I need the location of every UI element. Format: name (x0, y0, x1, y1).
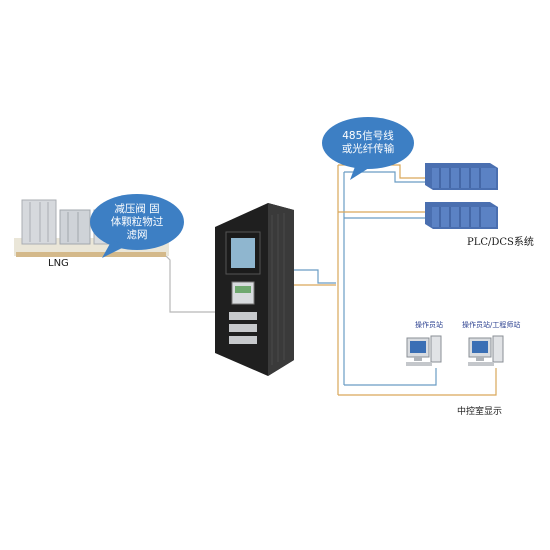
lng-label: LNG (48, 258, 69, 269)
operator-station-left (406, 335, 442, 366)
bubble-right-line-2: 或光纤传输 (341, 143, 395, 155)
station-right-label: 操作员站/工程师站 (462, 321, 521, 329)
plc-rack-1 (425, 163, 498, 190)
bubble-left-text: 减压阀 固 体颗粒物过 滤网 (95, 203, 179, 242)
bubble-left-line-2: 体颗粒物过 (110, 216, 164, 228)
cable-cabinet-to-bus (292, 269, 336, 284)
station-left-label: 操作员站 (415, 321, 443, 329)
cable-lng-to-cabinet (164, 254, 218, 313)
plc-dcs-label: PLC/DCS系统 (467, 237, 534, 248)
bubble-right (322, 117, 414, 180)
bubble-right-line-1: 485信号线 (342, 130, 394, 142)
plc-rack-2 (425, 202, 498, 229)
cable-station-left (344, 368, 437, 386)
cable-station-right (338, 368, 497, 396)
bubble-left (90, 194, 184, 258)
control-cabinet (215, 203, 294, 376)
cable-plc1-blue (344, 171, 425, 183)
bubble-left-line-3: 滤网 (126, 229, 148, 241)
control-room-label: 中控室显示 (457, 407, 503, 417)
operator-station-right (468, 335, 504, 366)
cable-lines (164, 164, 497, 396)
bubble-left-line-1: 减压阀 固 (114, 203, 160, 215)
bubble-right-text: 485信号线 或光纤传输 (325, 130, 411, 156)
